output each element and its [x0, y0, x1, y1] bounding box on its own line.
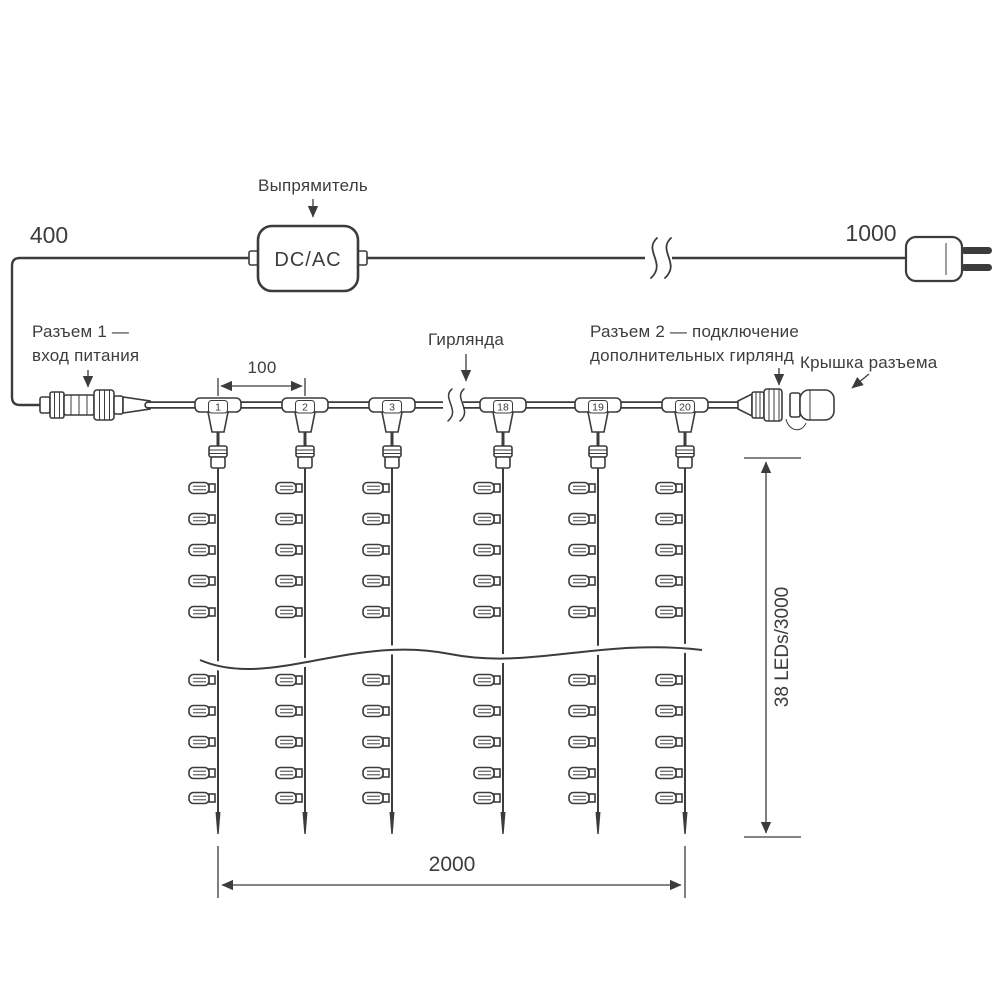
cable-length-400: 400 — [30, 222, 68, 248]
cable-break-symbol — [645, 237, 672, 279]
rectifier-box: DC/AC — [248, 224, 368, 293]
connector1-label-line2: вход питания — [32, 346, 139, 365]
cable-length-1000: 1000 — [845, 220, 896, 246]
led-string-2 — [276, 398, 328, 834]
dim-2000-label: 2000 — [429, 853, 476, 876]
drop-number-3: 3 — [389, 401, 395, 413]
drop-number-tags: 1 2 3 18 19 20 — [208, 400, 695, 414]
led-string-20 — [656, 398, 708, 834]
dcac-label: DC/AC — [274, 249, 341, 271]
power-circuit: 400 1000 DC/AC Выпрямитель — [10, 176, 992, 407]
connector-1 — [39, 389, 151, 421]
cap-pointer-arrow — [851, 373, 870, 389]
drop-number-18: 18 — [497, 401, 509, 413]
dim-height-label: 38 LEDs/3000 — [772, 587, 793, 707]
power-plug-icon — [904, 235, 992, 283]
dimension-drop-spacing: 100 — [217, 358, 306, 396]
drop-number-19: 19 — [592, 401, 604, 413]
rectifier-label: Выпрямитель — [258, 176, 368, 195]
led-string-19 — [569, 398, 621, 834]
dimension-height: 38 LEDs/3000 — [744, 457, 801, 838]
drop-number-2: 2 — [302, 401, 308, 413]
garland-break-symbol — [443, 388, 466, 422]
led-string-3 — [363, 398, 415, 834]
string-break-wave — [198, 642, 703, 674]
led-string-18 — [474, 398, 526, 834]
garland-label: Гирлянда — [428, 330, 504, 349]
annotations: Разъем 1 — вход питания Гирлянда Разъем … — [32, 322, 938, 389]
connector-cap — [785, 389, 835, 431]
connector2-label-line2: дополнительных гирлянд — [590, 346, 794, 365]
cap-label: Крышка разъема — [800, 353, 938, 372]
connector2-label-line1: Разъем 2 — подключение — [590, 322, 799, 341]
connector-2 — [737, 388, 783, 422]
drop-number-20: 20 — [679, 401, 691, 413]
drop-number-1: 1 — [215, 401, 221, 413]
curtain-strings: 1 2 3 18 19 20 — [189, 398, 708, 834]
dimension-width: 2000 — [217, 846, 686, 898]
connector1-label-line1: Разъем 1 — — [32, 322, 129, 341]
input-cable — [10, 256, 260, 407]
led-string-1 — [189, 398, 241, 834]
dim-100-label: 100 — [248, 358, 277, 377]
garland-wire — [144, 388, 744, 422]
